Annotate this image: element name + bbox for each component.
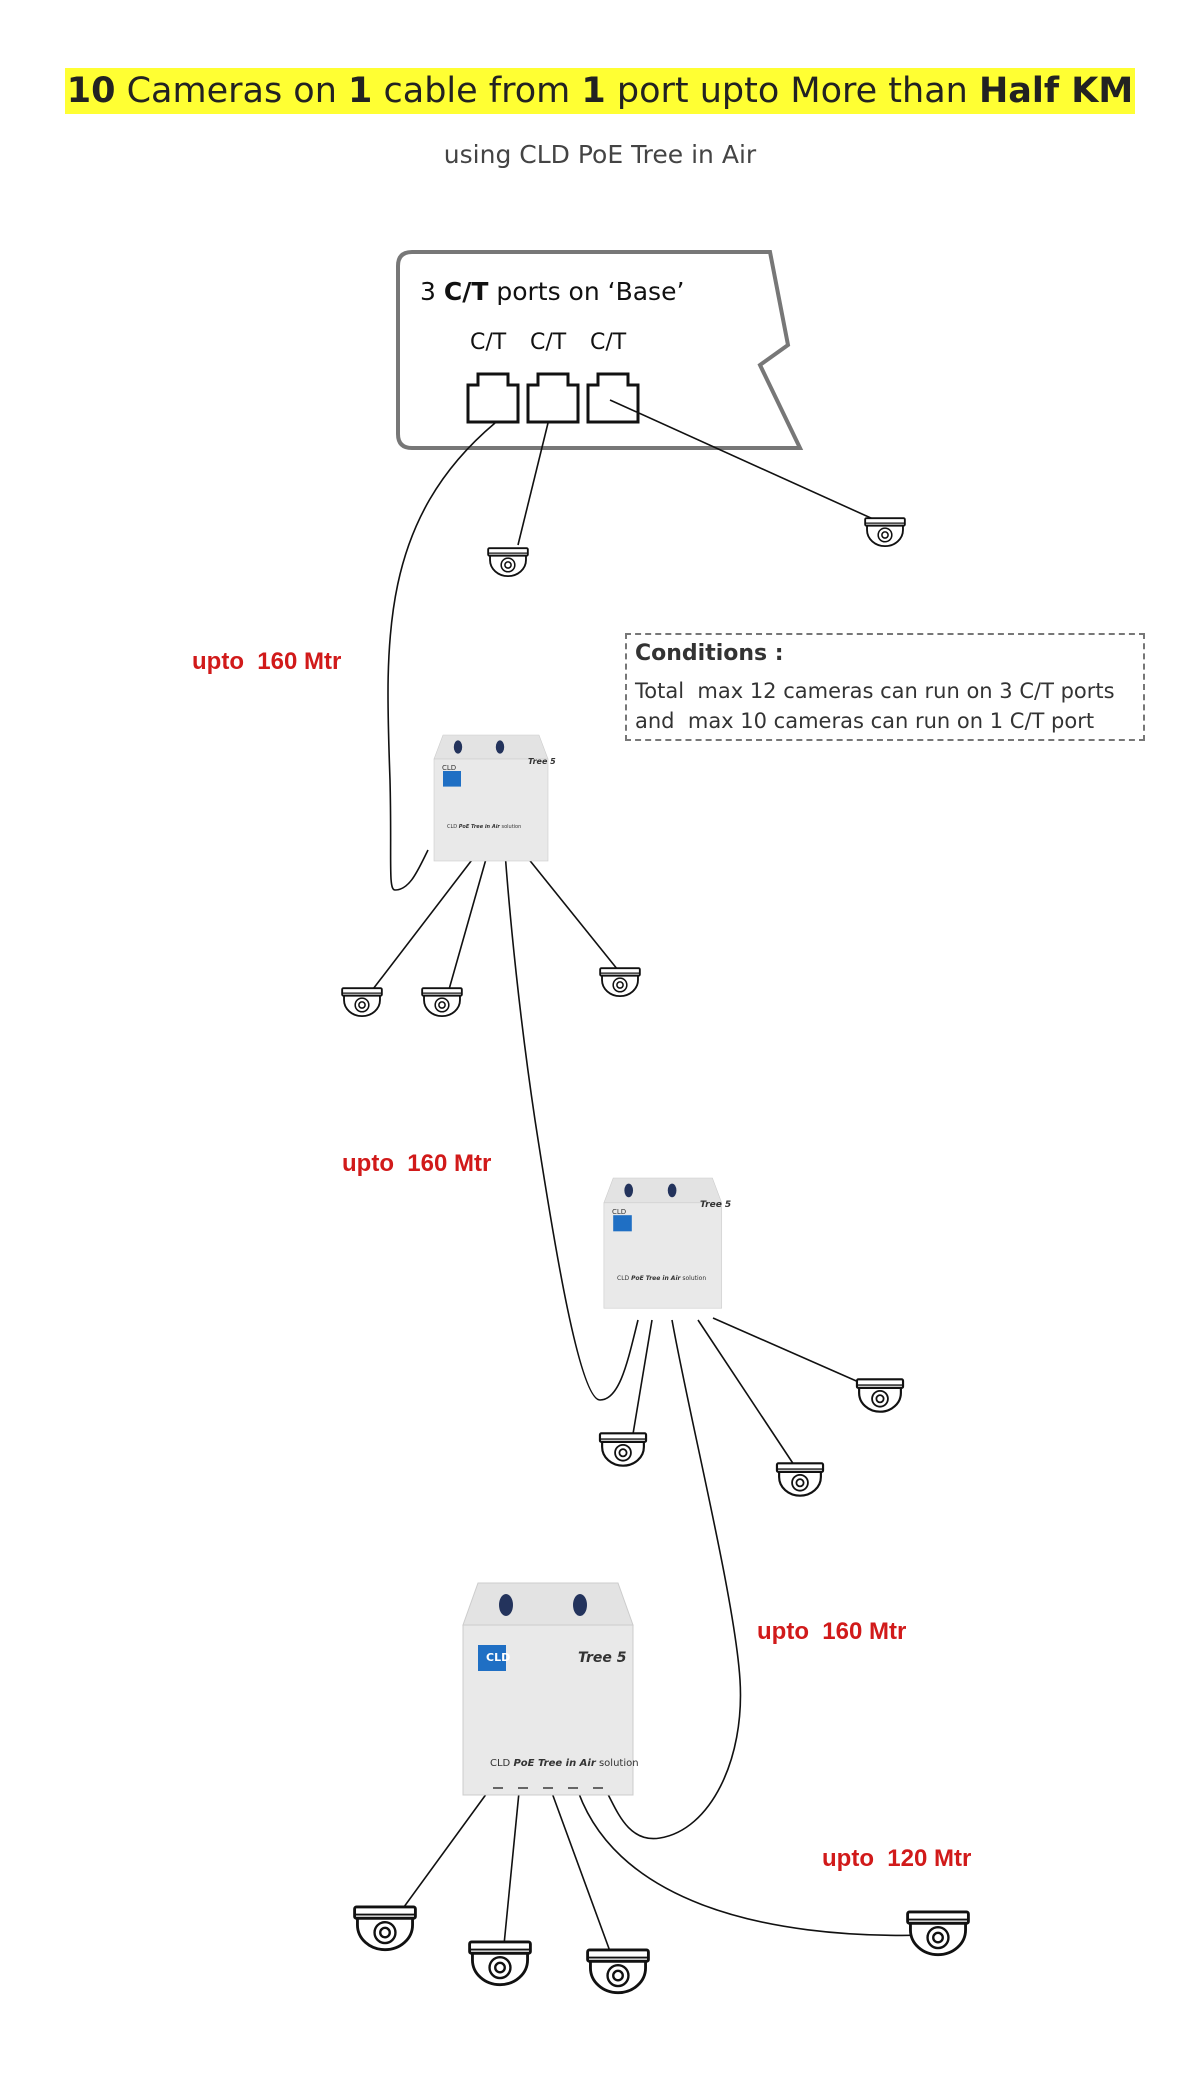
cable-tree2-to-camera-3 [712,1317,871,1388]
port-label-2: C/T [530,330,567,355]
cable-base-to-tree-1 [387,422,496,891]
camera-icon [468,1940,532,1987]
port-label-1: C/T [470,330,507,355]
cable-tree2-to-tree3 [597,1319,742,1840]
cable-tree1-to-tree2 [504,851,639,1401]
conditions-box: Conditions : Total max 12 cameras can ru… [625,633,1145,741]
distance-label-3: upto 160 Mtr [757,1618,907,1645]
camera-icon [487,547,529,578]
base-port-2 [526,372,580,424]
device-solution-label: CLD PoE Tree in Air solution [490,1758,639,1769]
cable-base-to-camera-a [517,422,549,546]
camera-icon [775,1462,825,1497]
tree-device-3 [462,1582,634,1796]
device-logo: CLD [612,1208,627,1216]
cable-base-to-camera-b [609,399,894,529]
device-logo: CLD [486,1651,511,1664]
tree-device-2 [603,1177,723,1309]
distance-label-1: upto 160 Mtr [192,648,342,675]
base-outline [396,250,804,450]
camera-icon [341,987,383,1018]
diagram-subtitle: using CLD PoE Tree in Air [443,140,757,169]
device-logo: CLD [442,764,457,772]
camera-icon [586,1948,650,1995]
cable-tree1-to-camera-1 [369,851,479,994]
base-port-3 [586,372,640,424]
conditions-line-1: Total max 12 cameras can run on 3 C/T po… [635,679,1115,703]
camera-icon [353,1905,417,1952]
device-solution-label: CLD PoE Tree in Air solution [617,1275,707,1282]
camera-icon [855,1378,905,1413]
conditions-title: Conditions : [635,641,784,666]
base-label: 3 C/T ports on ‘Base’ [420,277,685,306]
device-name: Tree 5 [578,1650,627,1666]
camera-icon [864,517,906,548]
cable-tree2-to-camera-2 [697,1319,801,1475]
cable-tree1-to-camera-3 [522,851,627,981]
cable-tree3-to-camera-3 [547,1781,616,1966]
distance-label-4: upto 120 Mtr [822,1845,972,1872]
camera-icon [906,1910,970,1957]
cable-tree3-to-camera-2 [502,1781,521,1956]
cable-tree1-to-camera-2 [447,851,489,994]
device-name: Tree 5 [700,1200,732,1210]
cable-tree2-to-camera-1 [631,1319,653,1441]
device-solution-label: CLD PoE Tree in Air solution [447,824,522,830]
cable-tree3-to-camera-1 [392,1781,496,1923]
camera-icon [599,967,641,998]
conditions-line-2: and max 10 cameras can run on 1 C/T port [635,709,1095,733]
diagram-title: 10 Cameras on 1 cable from 1 port upto M… [64,68,1136,114]
port-label-3: C/T [590,330,627,355]
camera-icon [598,1432,648,1467]
camera-icon [421,987,463,1018]
tree-device-1 [433,734,549,862]
cable-tree3-to-camera-4 [574,1781,931,1937]
distance-label-2: upto 160 Mtr [342,1150,492,1177]
device-name: Tree 5 [528,757,556,766]
base-port-1 [466,372,520,424]
